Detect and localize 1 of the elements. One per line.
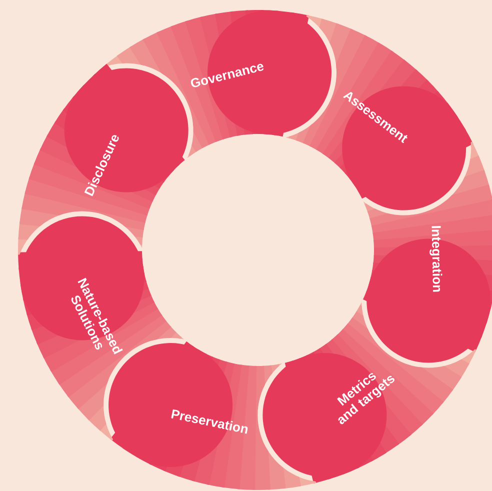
segment-label: Integration bbox=[430, 226, 442, 292]
